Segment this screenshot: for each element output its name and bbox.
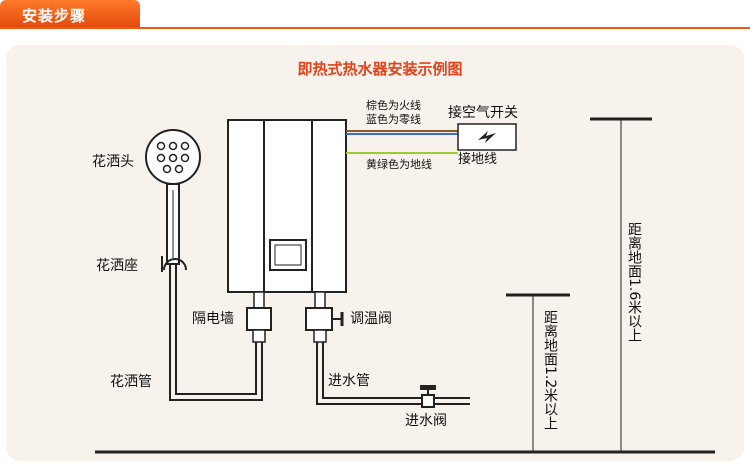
lightning-icon bbox=[478, 131, 496, 143]
header-divider bbox=[0, 27, 750, 29]
ground-label: 接地线 bbox=[458, 151, 497, 167]
shower-pipe-label: 花洒管 bbox=[110, 374, 152, 390]
shower-seat bbox=[163, 258, 187, 271]
air-switch-box bbox=[457, 123, 517, 151]
inlet-valve bbox=[420, 385, 436, 408]
inlet-pipe-label: 进水管 bbox=[328, 373, 370, 389]
inlet-valve-label: 进水阀 bbox=[405, 413, 447, 429]
section-title: 安装步骤 bbox=[22, 7, 87, 25]
wire-yg-label: 黄绿色为地线 bbox=[366, 157, 432, 171]
section-header: 安装步骤 bbox=[0, 0, 750, 34]
height-16-label: 距离地面1.6米以上 bbox=[626, 222, 642, 343]
shower-head-label: 花洒头 bbox=[92, 154, 134, 170]
shower-head bbox=[145, 129, 201, 185]
air-switch-label: 接空气开关 bbox=[448, 104, 518, 121]
temp-valve-label: 调温阀 bbox=[350, 311, 392, 327]
water-heater bbox=[227, 119, 347, 293]
wire-brown-label: 棕色为火线 bbox=[366, 98, 421, 112]
wire-blue-label: 蓝色为零线 bbox=[366, 112, 421, 126]
diagram-title: 即热式热水器安装示例图 bbox=[297, 60, 462, 78]
shower-pipe bbox=[169, 264, 263, 401]
section-tab bbox=[0, 0, 140, 29]
shower-seat-label: 花洒座 bbox=[96, 258, 138, 274]
inlet-pipe bbox=[316, 342, 470, 405]
outlet-connector bbox=[246, 291, 272, 343]
height-12-label: 距离地面1.2米以上 bbox=[542, 310, 558, 431]
inlet-connector bbox=[305, 291, 344, 343]
isolation-wall-label: 隔电墙 bbox=[192, 311, 234, 327]
